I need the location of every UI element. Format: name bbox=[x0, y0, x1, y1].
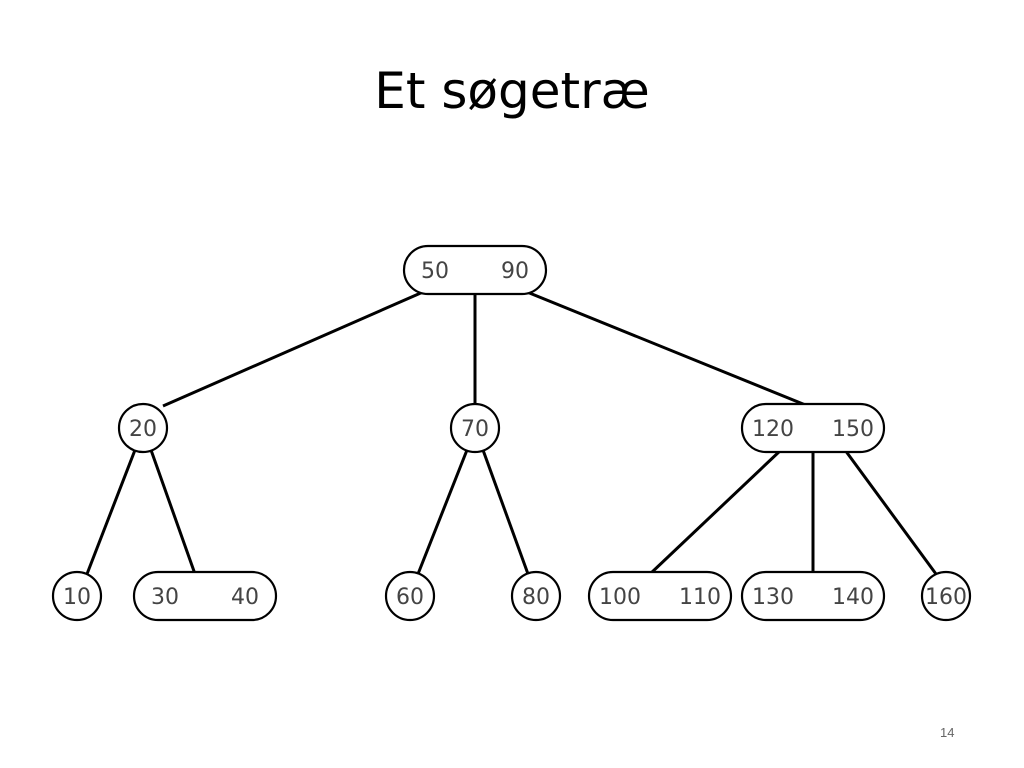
tree-node: 60 bbox=[384, 570, 436, 622]
tree-node: 50 90 bbox=[402, 244, 548, 296]
tree-edge bbox=[648, 448, 783, 576]
tree-node: 100 110 bbox=[587, 570, 733, 622]
tree-edge bbox=[843, 449, 938, 575]
tree-node: 20 bbox=[117, 402, 169, 454]
node-outline bbox=[449, 402, 501, 454]
tree-node: 80 bbox=[510, 570, 562, 622]
node-outline bbox=[402, 244, 548, 296]
node-key: 40 bbox=[231, 585, 259, 610]
node-outline bbox=[920, 570, 972, 622]
node-key: 50 bbox=[421, 259, 449, 284]
node-key: 90 bbox=[501, 259, 529, 284]
node-outline bbox=[587, 570, 733, 622]
tree-edges bbox=[85, 290, 938, 576]
node-outline bbox=[117, 402, 169, 454]
node-key: 100 bbox=[599, 585, 641, 610]
tree-node: 130 140 bbox=[740, 570, 886, 622]
node-key: 80 bbox=[522, 585, 550, 610]
node-outline bbox=[51, 570, 103, 622]
tree-edge bbox=[162, 290, 424, 408]
tree-node: 160 bbox=[920, 570, 972, 622]
node-outline bbox=[740, 402, 886, 454]
node-key: 10 bbox=[63, 585, 91, 610]
node-key: 30 bbox=[151, 585, 179, 610]
node-outline bbox=[132, 570, 278, 622]
tree-edge bbox=[416, 449, 469, 575]
tree-node: 70 bbox=[449, 402, 501, 454]
node-key: 110 bbox=[679, 585, 721, 610]
tree-node: 10 bbox=[51, 570, 103, 622]
node-key: 20 bbox=[129, 417, 157, 442]
node-outline bbox=[384, 570, 436, 622]
node-key: 120 bbox=[752, 417, 794, 442]
tree-node: 30 40 bbox=[132, 570, 278, 622]
page-number: 14 bbox=[940, 725, 955, 740]
tree-edge bbox=[85, 449, 137, 575]
node-key: 60 bbox=[396, 585, 424, 610]
node-key: 140 bbox=[832, 585, 874, 610]
tree-nodes: 50 90 20 10 30 40 70 60 80 120 150 100 110 130 140 160 bbox=[51, 244, 972, 622]
node-key: 130 bbox=[752, 585, 794, 610]
slide-title: Et søgetræ bbox=[374, 62, 650, 120]
tree-edge bbox=[526, 290, 809, 408]
node-outline bbox=[740, 570, 886, 622]
node-key: 150 bbox=[832, 417, 874, 442]
node-key: 160 bbox=[925, 585, 967, 610]
node-outline bbox=[510, 570, 562, 622]
tree-node: 120 150 bbox=[740, 402, 886, 454]
tree-edge bbox=[481, 449, 530, 575]
node-key: 70 bbox=[461, 417, 489, 442]
tree-edge bbox=[149, 449, 197, 575]
